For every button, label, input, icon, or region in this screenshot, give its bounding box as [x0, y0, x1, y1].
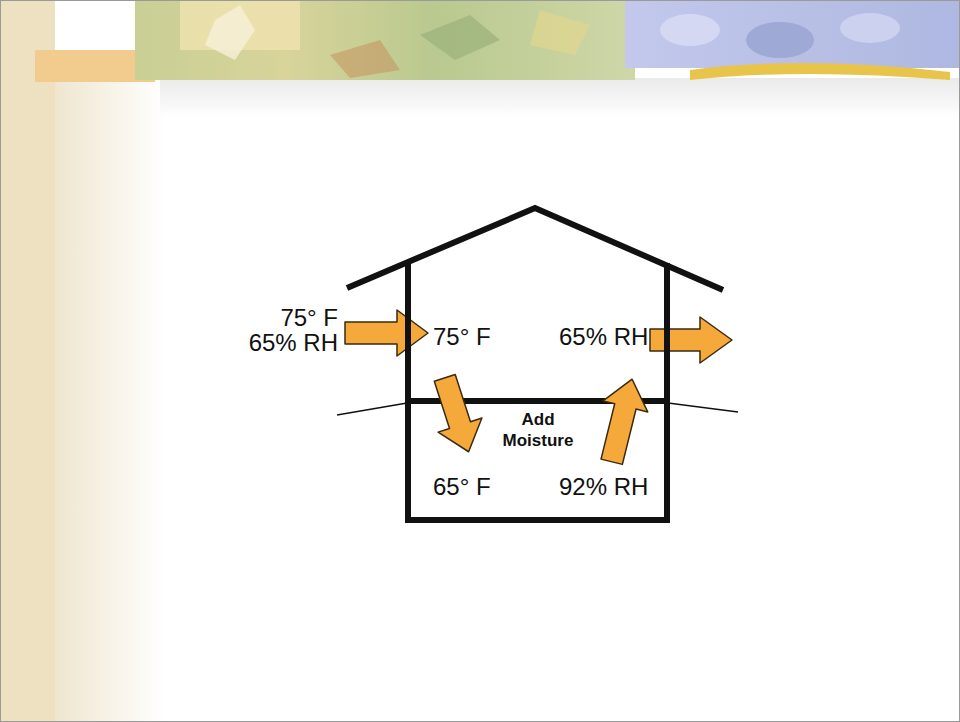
inflow-arrow: [345, 310, 428, 356]
leaf-banner: [135, 0, 635, 80]
humidity-reading: 65% RH: [559, 324, 669, 350]
pebble: [660, 14, 720, 46]
grass-strand: [690, 63, 950, 80]
paper-strip: [0, 0, 55, 722]
pebble: [746, 22, 814, 58]
left-fade: [55, 80, 165, 722]
moisture-note: Add Moisture: [493, 409, 583, 451]
leaf-shape: [530, 10, 590, 55]
basement-room: Add Moisture 65° F 92% RH: [405, 398, 670, 523]
pebble-banner: [625, 0, 960, 68]
outdoor-air-labels: 75° F65% RH: [200, 305, 338, 355]
airflow-arrow: [434, 374, 482, 451]
temperature-reading: 65° F: [433, 474, 523, 500]
humidity-reading: 92% RH: [559, 474, 669, 500]
ground-line: [668, 403, 738, 412]
ground-line: [337, 403, 407, 415]
leaf-shape: [205, 5, 255, 60]
outflow-arrow: [650, 317, 732, 363]
leaf-shape: [330, 40, 400, 78]
pebble: [840, 13, 900, 43]
outdoor-reading: 65% RH: [200, 330, 338, 355]
airflow-arrow: [601, 379, 648, 464]
upstairs-room: 75° F 65% RH: [405, 263, 670, 403]
banner-shadow: [160, 78, 960, 118]
leaf-shape: [420, 15, 500, 60]
temperature-reading: 75° F: [433, 324, 523, 350]
outdoor-reading: 75° F: [200, 305, 338, 330]
